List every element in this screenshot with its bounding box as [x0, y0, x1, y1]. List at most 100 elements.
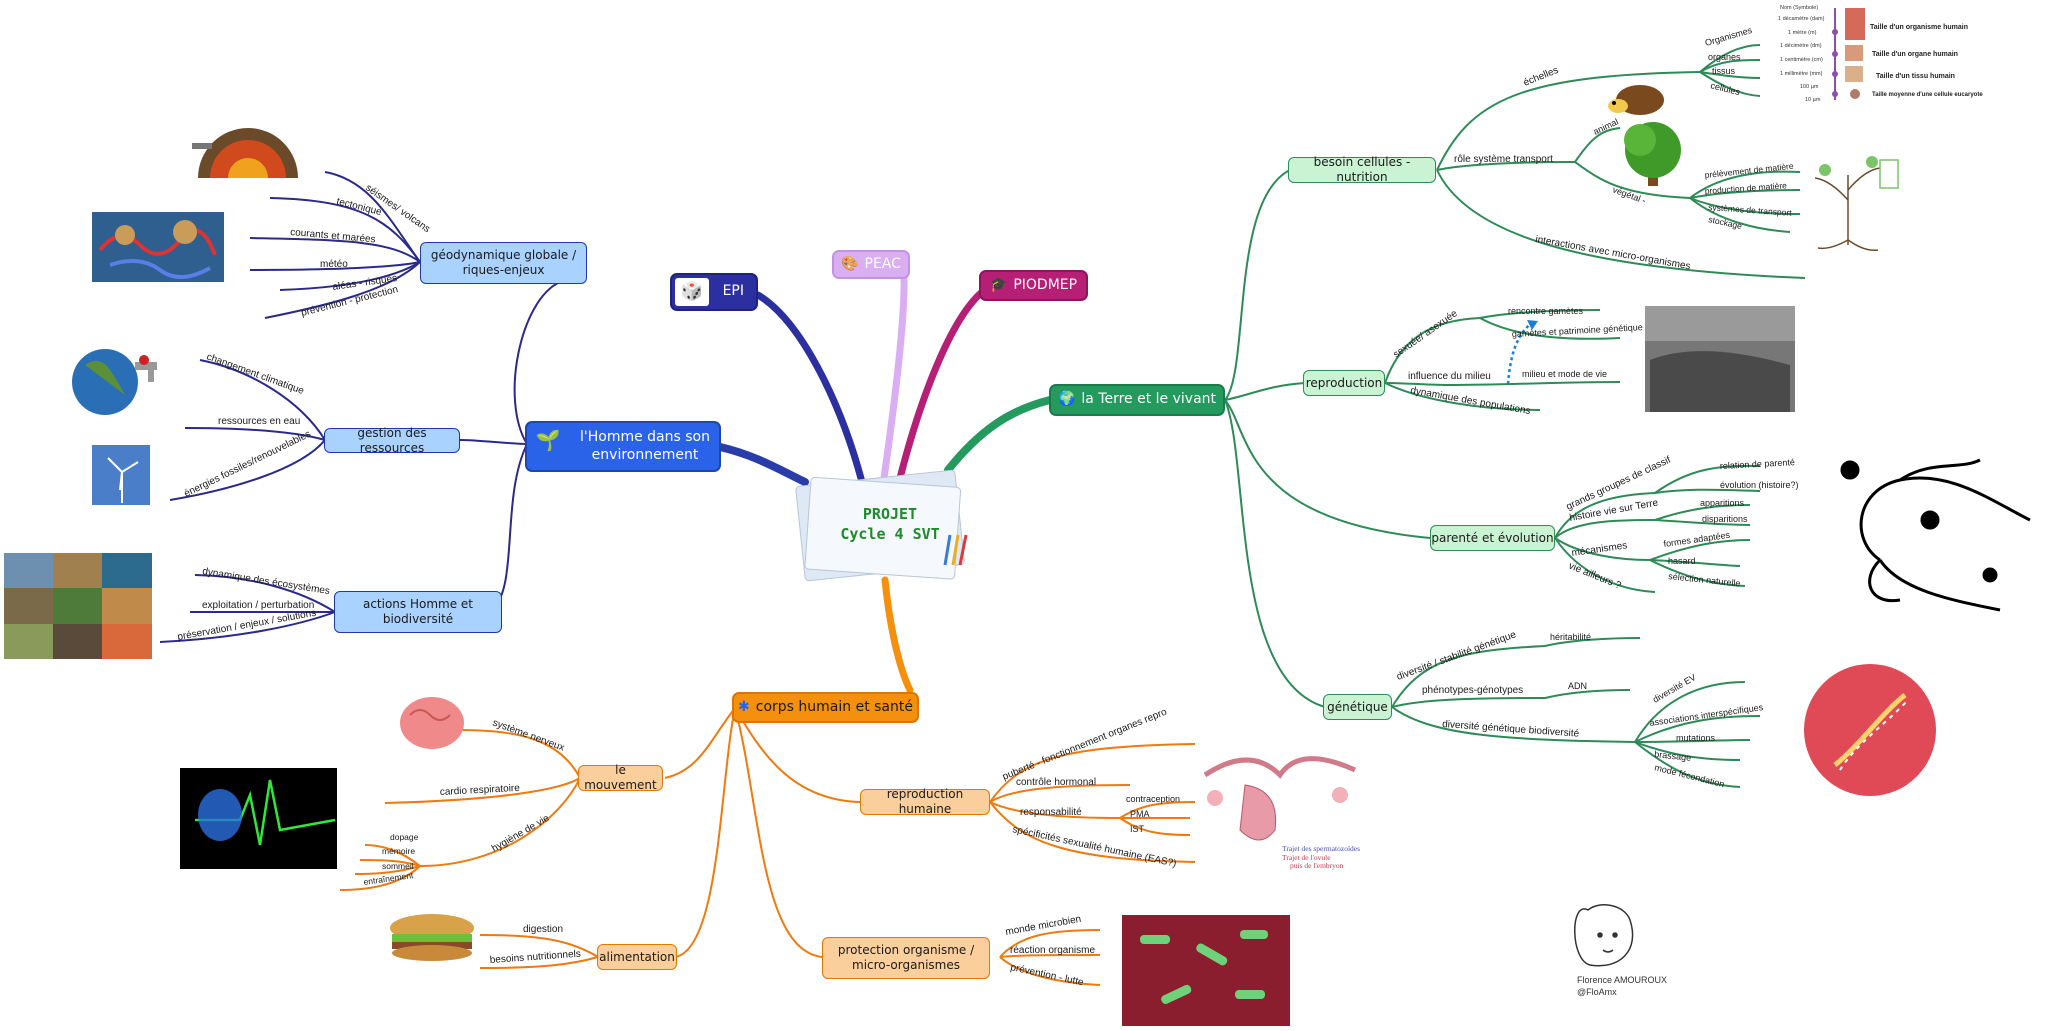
- leaf-stockage: stockage: [1708, 214, 1744, 231]
- scale-image: [1832, 8, 1865, 100]
- leaf-fecondation: mode fécondation: [1654, 762, 1726, 789]
- ressources-label: gestion des ressources: [357, 425, 427, 455]
- svg-text:Taille d'un organe humain: Taille d'un organe humain: [1872, 51, 1958, 58]
- leaf-cellules: cellules: [1710, 80, 1742, 97]
- leaf-sommeil: sommeil: [382, 861, 414, 871]
- biodiversite-label: actions Homme et biodiversité: [362, 597, 474, 626]
- globe-icon: 🌍: [1057, 391, 1076, 408]
- leaf-digestion: digestion: [523, 924, 563, 935]
- leaf-courants: courants et marées: [290, 227, 376, 245]
- leaf-lutte: prévention - lutte: [1009, 962, 1085, 988]
- leaf-organismes: Organismes: [1704, 25, 1754, 48]
- svg-text:Taille d'un tissu humain: Taille d'un tissu humain: [1876, 73, 1955, 80]
- svg-text:1 millimètre (mm): 1 millimètre (mm): [1780, 71, 1823, 77]
- branch-peac: [880, 272, 908, 482]
- leaf-dynamique-eco: dynamique des écosystèmes: [202, 566, 331, 597]
- topic-terre[interactable]: 🌍la Terre et le vivant: [1049, 384, 1225, 416]
- leaf-stabilite: diversité / stabilité génétique: [1395, 629, 1518, 683]
- branch-corps: [881, 576, 914, 694]
- parente-label: parenté et évolution: [1431, 530, 1554, 545]
- author-handle: @FloAmx: [1577, 986, 1617, 997]
- tree-image: [1624, 122, 1681, 186]
- leaf-transport: rôle système transport: [1454, 154, 1553, 165]
- subtopic-reproduction[interactable]: reproduction: [1303, 370, 1385, 396]
- plant-diagram-image: [1814, 156, 1899, 252]
- center-topic[interactable]: PROJET Cycle 4 SVT: [820, 505, 960, 544]
- protection-label: protection organisme / micro-organismes: [837, 943, 975, 972]
- subtopic-ressources[interactable]: gestion des ressources: [324, 425, 460, 455]
- leaf-relation: relation de parenté: [1720, 457, 1795, 471]
- geodynamique-label: géodynamique globale / riques-enjeux: [430, 248, 577, 277]
- leaf-responsabilite: responsabilité: [1020, 807, 1082, 818]
- reproduction-label: reproduction: [1305, 375, 1383, 390]
- subtopic-parente[interactable]: parenté et évolution: [1430, 525, 1555, 551]
- subtopic-reproduction-humaine[interactable]: reproduction humaine: [860, 787, 990, 816]
- leaf-changement: changement climatique: [205, 351, 306, 397]
- mouvement-label: le mouvement: [584, 763, 657, 792]
- leaf-dopage: dopage: [390, 832, 419, 842]
- subtopic-genetique[interactable]: génétique: [1323, 694, 1392, 720]
- author-credit: Florence AMOUROUX @FloAmx: [1577, 975, 1667, 998]
- animals-collage-image: [4, 553, 152, 659]
- heart-ecg-image: [180, 768, 337, 869]
- genetique-label: génétique: [1327, 699, 1388, 714]
- leaf-reaction: réaction organisme: [1010, 945, 1095, 956]
- leaf-nerveux: système nerveux: [491, 717, 566, 753]
- leaf-eau: ressources en eau: [218, 416, 300, 427]
- leaf-adn: ADN: [1568, 681, 1587, 691]
- leaf-cardio: cardio respiratoire: [440, 783, 521, 798]
- plant-sprout-icon: 🌱: [535, 427, 561, 452]
- migration-photo-image: [1645, 306, 1795, 412]
- leaf-sexuee: sexuée/ asexuée: [1391, 308, 1460, 361]
- reproduction-humaine-label: reproduction humaine: [886, 787, 964, 816]
- topic-peac[interactable]: 🎨PEAC: [832, 250, 910, 279]
- topic-piodmep[interactable]: 🎓PIODMEP: [979, 270, 1088, 301]
- subtopic-biodiversite[interactable]: actions Homme et biodiversité: [334, 591, 502, 633]
- leaf-evolution: évolution (histoire?): [1720, 480, 1799, 490]
- subtopic-mouvement[interactable]: le mouvement: [578, 763, 663, 792]
- subtopic-geodynamique[interactable]: géodynamique globale / riques-enjeux: [420, 242, 587, 284]
- piodmep-label: PIODMEP: [1013, 276, 1078, 293]
- earth-tap-image: [72, 349, 157, 415]
- leaf-disparitions: disparitions: [1702, 514, 1748, 524]
- leaf-hormonal: contrôle hormonal: [1016, 777, 1096, 788]
- leaf-meteo: météo: [320, 259, 348, 270]
- hedgehog-image: [1608, 85, 1664, 115]
- plates-map-image: [92, 212, 224, 282]
- svg-text:1 centimètre (cm): 1 centimètre (cm): [1780, 57, 1823, 63]
- branch-terre: [944, 396, 1054, 474]
- nutrition-label: besoin cellules - nutrition: [1313, 155, 1411, 184]
- leaf-brassage: brassage: [1654, 749, 1692, 763]
- subtopic-protection[interactable]: protection organisme / micro-organismes: [822, 937, 990, 979]
- center-card-image: [795, 469, 968, 582]
- homme-label: l'Homme dans son environnement: [580, 429, 710, 463]
- leaf-hygiene: hygiène de vie: [490, 813, 552, 855]
- branch-epi: [754, 291, 866, 486]
- bacteria-image: [1122, 915, 1290, 1026]
- subtopic-alimentation[interactable]: alimentation: [597, 944, 677, 970]
- leaf-influence: influence du milieu: [1408, 371, 1491, 382]
- uterus-diagram-image: [1203, 756, 1357, 841]
- subtopic-nutrition[interactable]: besoin cellules - nutrition: [1288, 155, 1436, 184]
- leaf-memoire: mémoire: [382, 846, 415, 856]
- leaf-phenotypes: phénotypes-génotypes: [1422, 685, 1523, 696]
- alimentation-label: alimentation: [599, 949, 675, 964]
- topic-homme[interactable]: l'Homme dans son environnement: [525, 421, 721, 472]
- leaf-selection: sélection naturelle: [1668, 571, 1741, 589]
- uterus-legend-1: Trajet des spermatozoïdes: [1282, 844, 1360, 853]
- leaf-animal: animal: [1592, 117, 1620, 137]
- leaf-exploitation: exploitation / perturbation: [202, 600, 314, 611]
- wind-turbine-image: [92, 445, 150, 505]
- brain-image: [400, 697, 464, 749]
- phylogeny-tree-image: [1840, 458, 2031, 612]
- leaf-hasard: hasard: [1668, 556, 1696, 566]
- center-subtitle: Cycle 4 SVT: [840, 524, 940, 543]
- medical-icon: ✱: [738, 698, 750, 715]
- leaf-ist: IST: [1130, 824, 1145, 834]
- svg-text:Taille d'un organisme humain: Taille d'un organisme humain: [1870, 24, 1968, 31]
- leaf-tissus: tissus: [1712, 66, 1736, 76]
- topic-corps[interactable]: ✱corps humain et santé: [732, 692, 919, 723]
- leaf-organes: organes: [1708, 52, 1741, 62]
- leaf-heritabilite: héritabilité: [1550, 632, 1591, 642]
